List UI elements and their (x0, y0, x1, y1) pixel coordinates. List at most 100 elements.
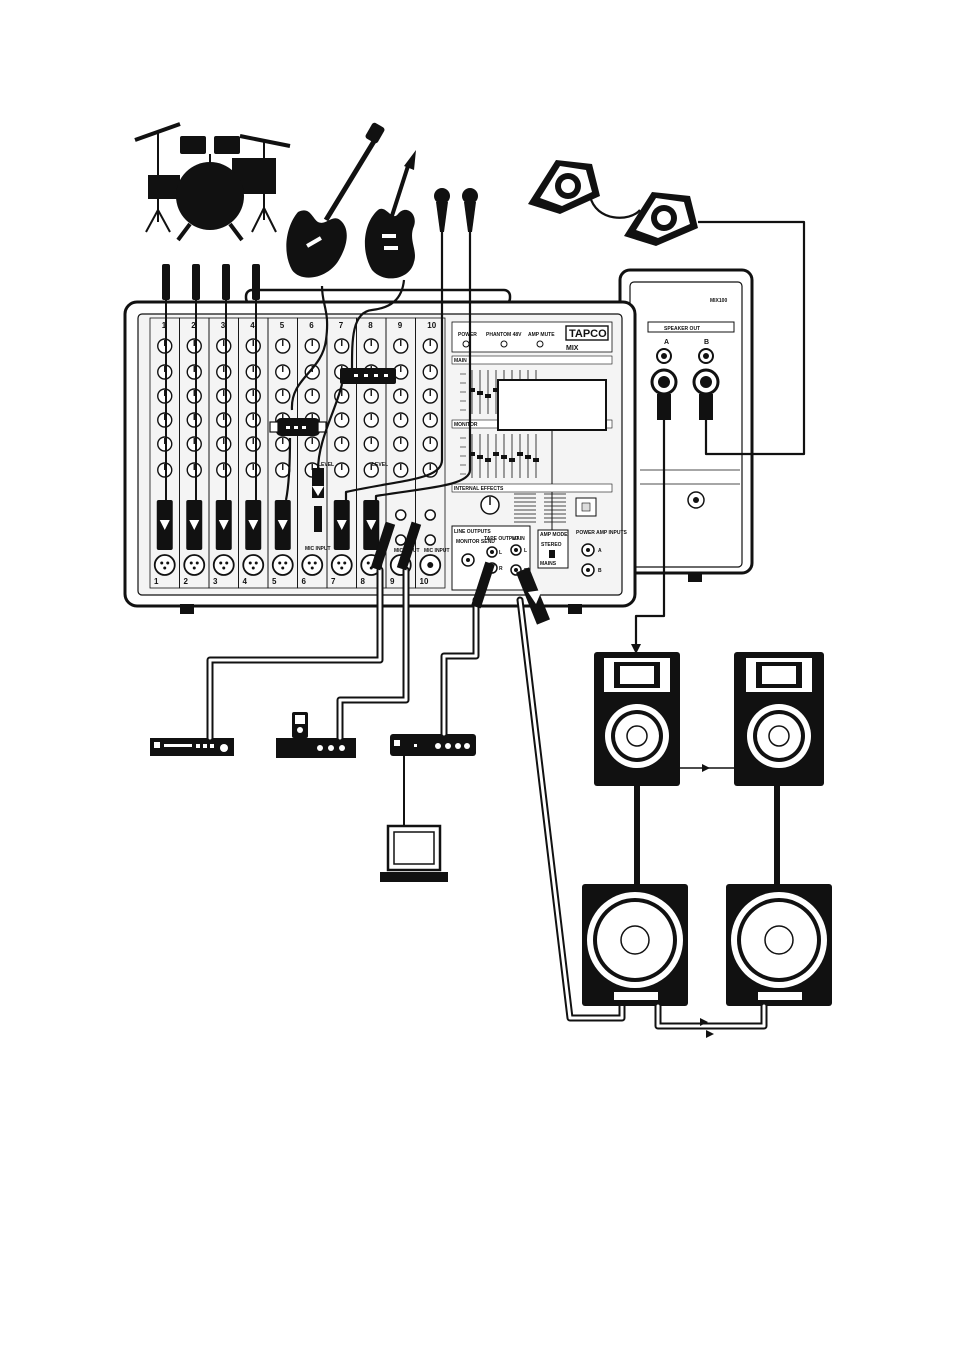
channel-2-knob-4[interactable] (187, 413, 201, 427)
power-label: POWER (458, 332, 477, 338)
channel-9-knob-6[interactable] (394, 463, 408, 477)
eq-monitor-slider-7[interactable] (517, 452, 523, 456)
channel-3-knob-1[interactable] (217, 339, 231, 353)
eq-main-slider-2[interactable] (477, 391, 483, 395)
channel-8-knob-3[interactable] (364, 389, 378, 403)
channel-10-knob-1[interactable] (423, 339, 437, 353)
channel-7-knob-1[interactable] (335, 339, 349, 353)
eq-monitor-slider-8[interactable] (525, 455, 531, 459)
channel-1-knob-4[interactable] (158, 413, 172, 427)
speaker-out-a-label: A (664, 339, 669, 346)
jack-number-8: 8 (361, 577, 366, 586)
channel-4-knob-2[interactable] (246, 365, 260, 379)
eq-monitor-slider-4[interactable] (493, 452, 499, 456)
eq-main-slider-3[interactable] (485, 394, 491, 398)
channel-4-xlr-input[interactable] (243, 555, 263, 575)
channel-6-knob-1[interactable] (305, 339, 319, 353)
channel-4-knob-6[interactable] (246, 463, 260, 477)
channel-1-knob-3[interactable] (158, 389, 172, 403)
eq-monitor-slider-2[interactable] (477, 455, 483, 459)
channel-9-knob-1[interactable] (394, 339, 408, 353)
channel-9-knob-4[interactable] (394, 413, 408, 427)
channel-10-knob-3[interactable] (423, 389, 437, 403)
channel-9-knob-5[interactable] (394, 437, 408, 451)
channel-2-xlr-input[interactable] (184, 555, 204, 575)
speaker-out-b-label: B (704, 339, 709, 346)
channel-7-knob-5[interactable] (335, 437, 349, 451)
channel-7-knob-4[interactable] (335, 413, 349, 427)
channel-5-knob-5[interactable] (276, 437, 290, 451)
rack-cd-player-icon (150, 738, 234, 756)
channel-5-xlr-input[interactable] (273, 555, 293, 575)
drum-kit-icon (135, 124, 290, 240)
vocal-mic-1-icon (434, 188, 450, 232)
amp-mode-stereo-label: STEREO (541, 542, 562, 548)
channel-3-knob-5[interactable] (217, 437, 231, 451)
channel-1-knob-5[interactable] (158, 437, 172, 451)
stage-monitor-2-icon (624, 192, 698, 246)
channel-3-knob-6[interactable] (217, 463, 231, 477)
channel-7-knob-6[interactable] (335, 463, 349, 477)
channel-6-knob-5[interactable] (305, 437, 319, 451)
channel-2-knob-1[interactable] (187, 339, 201, 353)
jack-number-3: 3 (213, 577, 218, 586)
eq-monitor-slider-9[interactable] (533, 458, 539, 462)
channel-8-xlr-plug (363, 500, 379, 550)
channel-6-knob-3[interactable] (305, 389, 319, 403)
guitar-effects-pedal (340, 368, 396, 384)
amp-mode-label: AMP MODE (540, 532, 568, 538)
channel-1-xlr-input[interactable] (155, 555, 175, 575)
channel-7-xlr-input[interactable] (332, 555, 352, 575)
channel-10-xlr-input[interactable] (420, 555, 440, 575)
channel-3-knob-2[interactable] (217, 365, 231, 379)
effects-section-label: INTERNAL EFFECTS (454, 486, 504, 492)
jack-number-9: 9 (390, 577, 395, 586)
channel-6-xlr-input[interactable] (302, 555, 322, 575)
channel-3-knob-3[interactable] (217, 389, 231, 403)
channel-5-knob-3[interactable] (276, 389, 290, 403)
channel-10-knob-5[interactable] (423, 437, 437, 451)
channel-2-knob-6[interactable] (187, 463, 201, 477)
tape-left-label: L (499, 550, 502, 556)
channel-2-knob-2[interactable] (187, 365, 201, 379)
channel-3-knob-4[interactable] (217, 413, 231, 427)
channel-5-xlr-plug (275, 500, 291, 550)
channel-8-knob-1[interactable] (364, 339, 378, 353)
channel-4-knob-1[interactable] (246, 339, 260, 353)
channel-8-knob-4[interactable] (364, 413, 378, 427)
amp-mode-switch[interactable] (549, 550, 555, 558)
amp-mode-mains-label: MAINS (540, 561, 557, 567)
eq-monitor-slider-3[interactable] (485, 458, 491, 462)
jack-number-2: 2 (184, 577, 189, 586)
eq-monitor-slider-5[interactable] (501, 455, 507, 459)
sub-to-sub-cable (658, 1006, 764, 1026)
channel-5-knob-2[interactable] (276, 365, 290, 379)
channel-number-6: 6 (309, 321, 314, 330)
channel-10-knob-4[interactable] (423, 413, 437, 427)
channel-7-xlr-plug (334, 500, 350, 550)
channel-1-knob-1[interactable] (158, 339, 172, 353)
channel-4-knob-4[interactable] (246, 413, 260, 427)
channel-number-4: 4 (250, 321, 255, 330)
jack-number-7: 7 (331, 577, 336, 586)
channel-1-knob-2[interactable] (158, 365, 172, 379)
level-label-b: LEVEL (372, 462, 388, 468)
channel-2-knob-5[interactable] (187, 437, 201, 451)
channel-9-knob-3[interactable] (394, 389, 408, 403)
channel-4-knob-3[interactable] (246, 389, 260, 403)
channel-4-knob-5[interactable] (246, 437, 260, 451)
channel-10-knob-2[interactable] (423, 365, 437, 379)
channel-8-knob-5[interactable] (364, 437, 378, 451)
channel-2-knob-3[interactable] (187, 389, 201, 403)
amp-mute-label: AMP MUTE (528, 332, 555, 338)
power-amp-inputs-label: POWER AMP INPUTS (576, 530, 628, 536)
channel-3-xlr-input[interactable] (214, 555, 234, 575)
channel-5-knob-1[interactable] (276, 339, 290, 353)
eq-monitor-slider-6[interactable] (509, 458, 515, 462)
lcd-display (498, 380, 606, 430)
channel-5-knob-6[interactable] (276, 463, 290, 477)
channel-1-knob-6[interactable] (158, 463, 172, 477)
main-out-label: MAIN (512, 536, 525, 542)
main-section-label: MAIN (454, 358, 467, 364)
power-amp-a-label: A (598, 548, 602, 554)
